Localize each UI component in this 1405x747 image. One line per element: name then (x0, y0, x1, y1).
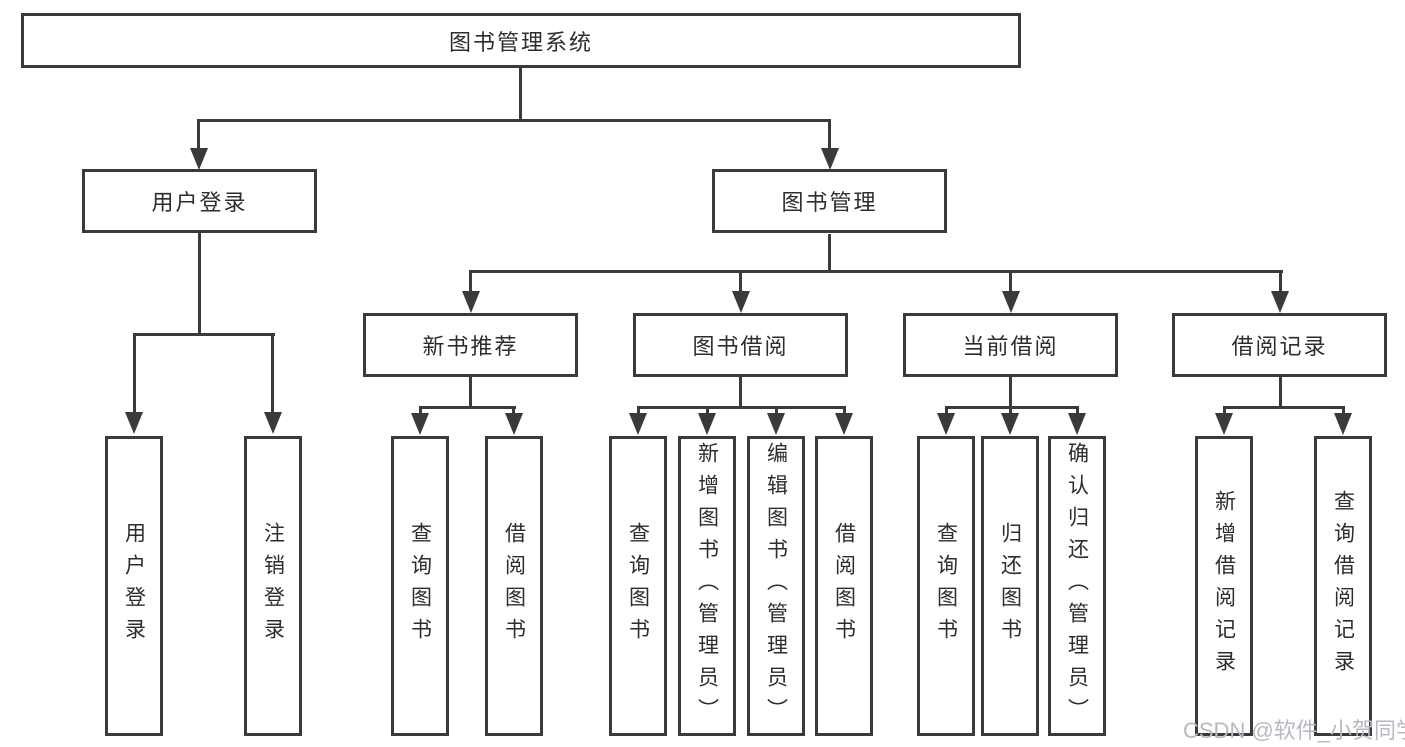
node-leaf-query-book-current: 查询图书 (917, 436, 975, 736)
node-leaf-confirm-return-admin: 确认归还（管理员） (1048, 436, 1106, 736)
node-leaf-borrow-book-borrowing: 借阅图书 (815, 436, 873, 736)
node-user-login: 用户登录 (82, 169, 317, 233)
arrow-down-icon (190, 148, 208, 170)
node-leaf-add-borrow-record: 新增借阅记录 (1195, 436, 1253, 736)
connector-line (1279, 377, 1282, 409)
connector-line (1223, 406, 1345, 409)
connector-line (637, 406, 846, 409)
connector-line (1223, 406, 1226, 415)
arrow-down-icon (1271, 291, 1289, 313)
connector-line (519, 68, 522, 120)
arrow-down-icon (462, 291, 480, 313)
connector-line (469, 270, 1283, 273)
arrow-down-icon (732, 291, 750, 313)
connector-line (843, 406, 846, 415)
connector-line (133, 333, 275, 336)
connector-line (133, 333, 136, 413)
connector-line (1076, 406, 1079, 415)
node-root: 图书管理系统 (21, 13, 1021, 68)
node-user-login-label: 用户登录 (151, 190, 248, 215)
arrow-down-icon (1001, 413, 1019, 435)
node-leaf-borrow-book-borrowing-label: 借阅图书 (832, 522, 856, 650)
arrow-down-icon (264, 412, 282, 434)
node-book-borrowing: 图书借阅 (633, 313, 848, 377)
connector-line (739, 270, 742, 293)
connector-line (1279, 270, 1282, 293)
node-leaf-borrow-book-recommend-label: 借阅图书 (502, 522, 526, 650)
node-leaf-user-login-label: 用户登录 (122, 522, 146, 650)
node-book-management-label: 图书管理 (781, 190, 878, 215)
connector-line (775, 406, 778, 415)
node-borrow-records: 借阅记录 (1172, 313, 1387, 377)
connector-line (198, 233, 201, 336)
arrow-down-icon (835, 413, 853, 435)
node-leaf-query-book-borrowing: 查询图书 (609, 436, 667, 736)
node-leaf-add-borrow-record-label: 新增借阅记录 (1212, 490, 1236, 682)
arrow-down-icon (1068, 413, 1086, 435)
arrow-down-icon (1334, 413, 1352, 435)
node-leaf-add-book-admin: 新增图书（管理员） (678, 436, 736, 736)
node-leaf-edit-book-admin-label: 编辑图书（管理员） (764, 442, 788, 730)
arrow-down-icon (411, 413, 429, 435)
connector-line (945, 406, 1079, 409)
node-borrow-records-label: 借阅记录 (1231, 334, 1328, 359)
connector-line (945, 406, 948, 415)
connector-line (419, 406, 422, 415)
arrow-down-icon (629, 413, 647, 435)
arrow-down-icon (1002, 291, 1020, 313)
node-leaf-query-borrow-record: 查询借阅记录 (1314, 436, 1372, 736)
connector-line (469, 270, 472, 293)
connector-line (512, 406, 515, 415)
node-leaf-logout: 注销登录 (244, 436, 302, 736)
connector-line (637, 406, 640, 415)
node-new-book-recommend-label: 新书推荐 (422, 334, 519, 359)
connector-line (828, 119, 831, 150)
node-current-borrowing: 当前借阅 (903, 313, 1118, 377)
arrow-down-icon (767, 413, 785, 435)
node-leaf-edit-book-admin: 编辑图书（管理员） (747, 436, 805, 736)
node-leaf-query-book-borrowing-label: 查询图书 (626, 522, 650, 650)
node-book-management: 图书管理 (712, 169, 947, 233)
connector-line (197, 119, 200, 150)
node-leaf-return-book-label: 归还图书 (998, 522, 1022, 650)
node-leaf-confirm-return-admin-label: 确认归还（管理员） (1065, 442, 1089, 730)
csdn-watermark: CSDN @软件_小贺同学 (1183, 718, 1405, 743)
node-leaf-return-book: 归还图书 (981, 436, 1039, 736)
arrow-down-icon (821, 148, 839, 170)
node-leaf-query-book-recommend: 查询图书 (391, 436, 449, 736)
connector-line (739, 377, 742, 409)
node-book-borrowing-label: 图书借阅 (692, 334, 789, 359)
arrow-down-icon (125, 412, 143, 434)
connector-line (828, 234, 831, 272)
connector-line (197, 119, 831, 122)
connector-line (469, 377, 472, 409)
node-new-book-recommend: 新书推荐 (363, 313, 578, 377)
connector-line (1009, 377, 1012, 409)
arrow-down-icon (505, 413, 523, 435)
connector-line (419, 406, 516, 409)
connector-line (271, 333, 274, 413)
arrow-down-icon (1215, 413, 1233, 435)
arrow-down-icon (698, 413, 716, 435)
node-root-label: 图书管理系统 (448, 29, 593, 55)
connector-line (1342, 406, 1345, 415)
connector-line (1009, 270, 1012, 293)
arrow-down-icon (937, 413, 955, 435)
node-leaf-query-borrow-record-label: 查询借阅记录 (1331, 490, 1355, 682)
node-leaf-borrow-book-recommend: 借阅图书 (485, 436, 543, 736)
node-leaf-query-book-current-label: 查询图书 (934, 522, 958, 650)
node-leaf-user-login: 用户登录 (105, 436, 163, 736)
node-leaf-logout-label: 注销登录 (261, 522, 285, 650)
node-leaf-query-book-recommend-label: 查询图书 (408, 522, 432, 650)
node-leaf-add-book-admin-label: 新增图书（管理员） (695, 442, 719, 730)
connector-line (706, 406, 709, 415)
node-current-borrowing-label: 当前借阅 (962, 334, 1059, 359)
connector-line (1009, 406, 1012, 415)
